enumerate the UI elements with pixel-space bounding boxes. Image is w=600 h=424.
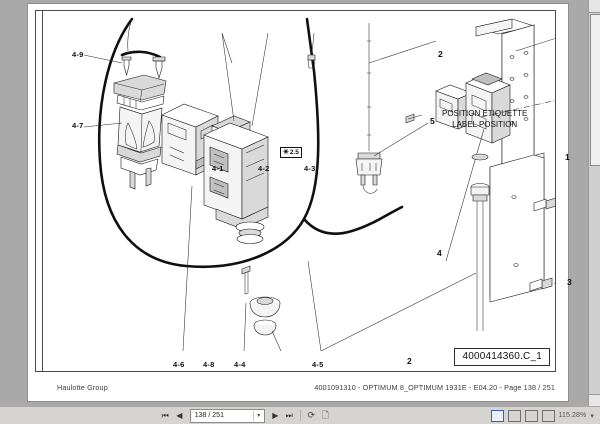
part-2-antenna (367, 23, 371, 151)
frame-margin-rule (42, 11, 43, 371)
page-number-input[interactable]: 138 / 251 ▾ (189, 408, 265, 423)
pagination-controls: ⏮ ◀ 138 / 251 ▾ ▶ ⏭ ⟳ 🗋 (0, 408, 491, 423)
footer-reference: 4001091310 - OPTIMUM 8_OPTIMUM 1931E - E… (314, 382, 555, 392)
previous-page-icon[interactable]: ◀ (176, 410, 183, 420)
technical-illustration (83, 17, 555, 352)
drawing-frame: ✳ 2.5 POSITION ETIQUETTE LABEL POSITION … (35, 10, 572, 372)
callout-2-top: 2 (438, 49, 443, 59)
toolbar-separator (299, 410, 301, 421)
label-position-note: POSITION ETIQUETTE LABEL POSITION (442, 109, 527, 130)
scroll-up-arrow[interactable] (589, 0, 600, 13)
zoom-dropdown-caret-icon[interactable]: ▾ (590, 412, 594, 420)
part-4-sensor (435, 72, 511, 144)
torque-icon: ✳ (283, 149, 289, 156)
page-dropdown-caret-icon[interactable]: ▾ (252, 410, 264, 421)
page-number-value[interactable]: 138 / 251 (194, 412, 224, 419)
facing-pages-view-icon[interactable] (524, 409, 538, 422)
print-icon[interactable]: 🗋 (321, 410, 329, 420)
callout-3: 3 (567, 277, 572, 287)
part-4-3-fasteners (307, 54, 316, 69)
callout-4-9: 4-9 (72, 50, 84, 59)
rotate-icon[interactable]: ⟳ (307, 410, 316, 420)
part-4-1-connector (203, 115, 269, 244)
note-line-fr: POSITION ETIQUETTE (442, 109, 528, 118)
part-4-9-group (120, 50, 166, 80)
callout-5: 5 (430, 116, 435, 126)
part-4-8-screw (241, 265, 251, 295)
note-line-en: LABEL POSITION (452, 119, 518, 129)
view-controls: 115.28% ▾ (490, 409, 600, 422)
single-page-view-icon[interactable] (490, 409, 504, 422)
callout-4-1: 4-1 (212, 164, 224, 173)
callout-4-4: 4-4 (234, 360, 246, 369)
title-block: 4000414360.C_1 (454, 348, 550, 366)
first-page-icon[interactable]: ⏮ (161, 410, 169, 420)
page-scroll-area[interactable]: ✳ 2.5 POSITION ETIQUETTE LABEL POSITION … (0, 0, 600, 406)
torque-value: 2.5 (289, 149, 299, 156)
fit-height-view-icon[interactable] (541, 409, 555, 422)
scrollbar-thumb[interactable] (590, 14, 600, 166)
fasteners-right (405, 113, 555, 292)
callout-4-8: 4-8 (203, 360, 215, 369)
part-1-bracket (474, 18, 545, 303)
callout-4-5: 4-5 (312, 360, 324, 369)
callout-4-2: 4-2 (258, 164, 270, 173)
part-5-plug (355, 152, 383, 194)
document-page: ✳ 2.5 POSITION ETIQUETTE LABEL POSITION … (28, 4, 572, 401)
page-footer: Haulotte Group 4001091310 - OPTIMUM 8_OP… (35, 376, 561, 398)
probe-rod (470, 153, 490, 331)
callout-4-7: 4-7 (72, 121, 84, 130)
last-page-icon[interactable]: ⏭ (285, 410, 293, 420)
callout-1: 1 (565, 152, 570, 162)
scroll-down-arrow[interactable] (589, 394, 600, 406)
zoom-level-value[interactable]: 115.28% (558, 412, 587, 419)
vertical-scrollbar[interactable] (588, 0, 600, 406)
viewer-toolbar: ⏮ ◀ 138 / 251 ▾ ▶ ⏭ ⟳ 🗋 115.28% ▾ (0, 406, 600, 424)
callout-2-bottom: 2 (407, 356, 412, 366)
part-4-4-grommet (249, 296, 281, 336)
callout-4-6: 4-6 (173, 360, 185, 369)
callout-4: 4 (437, 248, 442, 258)
part-4-7-plug (113, 74, 171, 190)
footer-company: Haulotte Group (57, 382, 108, 392)
next-page-icon[interactable]: ▶ (272, 410, 279, 420)
callout-4-3: 4-3 (304, 164, 316, 173)
torque-spec-badge: ✳ 2.5 (280, 147, 302, 158)
continuous-view-icon[interactable] (507, 409, 521, 422)
